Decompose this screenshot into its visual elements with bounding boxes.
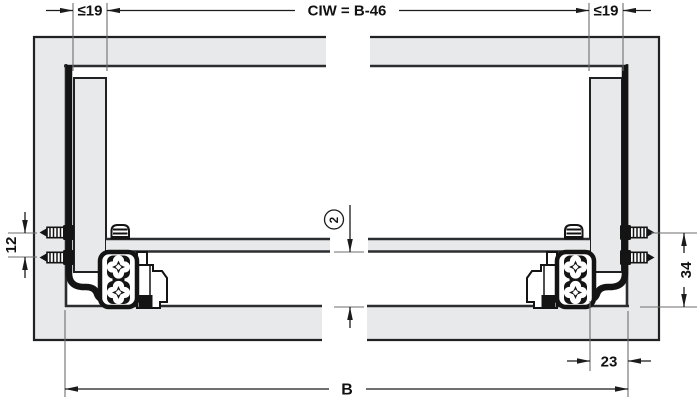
dim-label-side-clearance-right: ≤19 [594, 3, 619, 20]
note-2-marker: 2 [323, 205, 353, 328]
dim-label-cabinet-width: B [341, 382, 353, 399]
drawer [73, 77, 623, 273]
note-circle-icon [323, 209, 345, 230]
cabinet-top-panel [370, 36, 628, 66]
dimension-top: ≤19 CIW = B-46 ≤19 [46, 3, 651, 20]
cabinet-right-wall [628, 36, 660, 341]
dimension-rear-offset: 23 [567, 354, 651, 371]
dim-label-side-clearance-left: ≤19 [78, 3, 103, 20]
drawer-bottom-panel [368, 239, 590, 251]
dimension-cabinet-width: B [65, 382, 628, 399]
cabinet-bottom-panel [367, 305, 628, 341]
drawer-side-panel-left [73, 77, 107, 273]
extension-lines [8, 3, 697, 397]
dim-label-runner-height: 34 [678, 261, 695, 278]
cabinet-top-panel [65, 36, 326, 66]
drawer-bottom-panel [106, 239, 330, 251]
cabinet-left-wall [33, 36, 65, 341]
dim-label-inner-width-formula: CIW = B-46 [308, 3, 387, 20]
dimension-screw-spacing: 12 [3, 212, 28, 278]
cabinet-bottom-panel [65, 305, 322, 341]
dimension-runner-height: 34 [678, 233, 695, 307]
cabinet-body [32, 35, 661, 342]
dim-label-screw-spacing: 12 [3, 237, 20, 254]
drawer-side-panel-right [589, 77, 623, 273]
note-ref-label: 2 [329, 217, 341, 223]
dim-label-rear-offset: 23 [601, 354, 618, 371]
